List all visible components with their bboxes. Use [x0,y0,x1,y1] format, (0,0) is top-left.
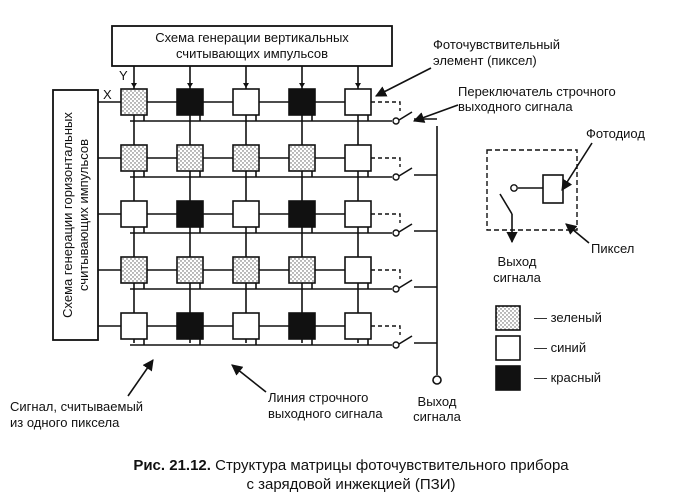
signal-out-label-2: сигнала [493,270,541,285]
row-switch-contact [392,173,400,181]
main-output-terminal [432,375,442,385]
row-switch-blade [398,279,413,289]
axis-x-label: X [103,87,112,102]
pixel-element-label-1: Фоточувствительный [433,37,560,52]
pixel-green-r2c4 [288,144,316,172]
pixel-green-r4c4 [288,256,316,284]
svg-text:Рис. 21.12. Структура матрицы: Рис. 21.12. Структура матрицы фоточувств… [133,457,569,474]
legend-label-green: — зеленый [534,310,602,325]
horizontal-pulse-generator: Схема генерации горизонтальных считывающ… [52,89,99,341]
legend-label-red: — красный [534,370,601,385]
pixel-green-r1c1 [120,88,148,116]
vertical-pulse-generator: Схема генерации вертикальных считывающих… [111,25,393,67]
pixel-green-r4c2 [176,256,204,284]
vertical-gen-label-2: считывающих импульсов [176,46,328,61]
row-switch-blade [398,111,413,121]
main-output-annotation: Выход сигнала [413,394,461,424]
pixel-element-label-2: элемент (пиксел) [433,53,537,68]
row-switch-annotation: Переключатель строчного выходного сигнал… [412,84,616,123]
horizontal-gen-label-2: считывающих импульсов [76,139,91,291]
axis-y-label: Y [119,68,128,83]
main-output-label-1: Выход [418,394,457,409]
pixel-green-r2c1 [120,144,148,172]
caption-line-1: Структура матрицы фоточувствительного пр… [211,457,569,474]
signal-out-label-1: Выход [498,254,537,269]
figure-caption: Рис. 21.12. Структура матрицы фоточувств… [133,457,569,493]
pixel-red-r3c4 [288,200,316,228]
pixel-detail-inset: Фотодиод Пиксел Выход сигнала [486,126,645,285]
row-switch-contact [392,285,400,293]
pixel-blue-r5c3 [232,312,260,340]
legend-swatch-red [495,365,521,391]
single-pixel-signal-label-1: Сигнал, считываемый [10,399,143,414]
pixel-blue-r5c1 [120,312,148,340]
row-line-label-1: Линия строчного [268,390,368,405]
pixel-blue-r1c5 [344,88,372,116]
legend-swatch-blue [495,335,521,361]
row-switch-contact [392,117,400,125]
row-switch-contact [392,229,400,237]
pixel-red-r3c2 [176,200,204,228]
switch-control-line [371,101,401,111]
pixel-blue-r1c3 [232,88,260,116]
pixel-red-r1c4 [288,88,316,116]
pixel-blue-r2c5 [344,144,372,172]
row-line-annotation: Линия строчного выходного сигнала [231,364,383,421]
row-switch-label-1: Переключатель строчного [458,84,616,99]
pixel-blue-r5c5 [344,312,372,340]
pixel-matrix [98,66,437,349]
pixel-green-r4c3 [232,256,260,284]
switch-control-line [371,213,401,223]
pixel-green-r2c3 [232,144,260,172]
row-switch-blade [398,223,413,233]
row-line-label-2: выходного сигнала [268,406,383,421]
row-switch-contact [392,341,400,349]
color-legend: — зеленый — синий — красный [495,305,602,391]
photodiode-box [542,174,564,204]
caption-number: Рис. 21.12. [133,457,211,474]
pixel-green-r4c1 [120,256,148,284]
row-switch-label-2: выходного сигнала [458,99,573,114]
pixel-boundary [486,149,578,231]
pixel-red-r5c2 [176,312,204,340]
single-pixel-signal-label-2: из одного пиксела [10,415,120,430]
pixel-label: Пиксел [591,241,634,256]
switch-control-line [371,269,401,279]
caption-line-2: с зарядовой инжекцией (ПЗИ) [246,476,455,493]
main-output-label-2: сигнала [413,409,461,424]
switch-control-line [371,325,401,335]
pixel-red-r1c2 [176,88,204,116]
pixel-green-r2c2 [176,144,204,172]
horizontal-gen-label-1: Схема генерации горизонтальных [60,112,75,318]
row-switch-blade [398,167,413,177]
legend-label-blue: — синий [534,340,586,355]
legend-swatch-green [495,305,521,331]
pixel-blue-r4c5 [344,256,372,284]
single-pixel-signal-annotation: Сигнал, считываемый из одного пиксела [10,359,154,430]
pixel-red-r5c4 [288,312,316,340]
output-bus [432,126,442,385]
row-switch-blade [398,335,413,345]
vertical-gen-label-1: Схема генерации вертикальных [155,30,349,45]
switch-control-line [371,157,401,167]
pixel-blue-r3c3 [232,200,260,228]
pixel-element-annotation: Фоточувствительный элемент (пиксел) [375,37,560,97]
pixel-blue-r3c1 [120,200,148,228]
photodiode-label: Фотодиод [586,126,645,141]
pixel-blue-r3c5 [344,200,372,228]
